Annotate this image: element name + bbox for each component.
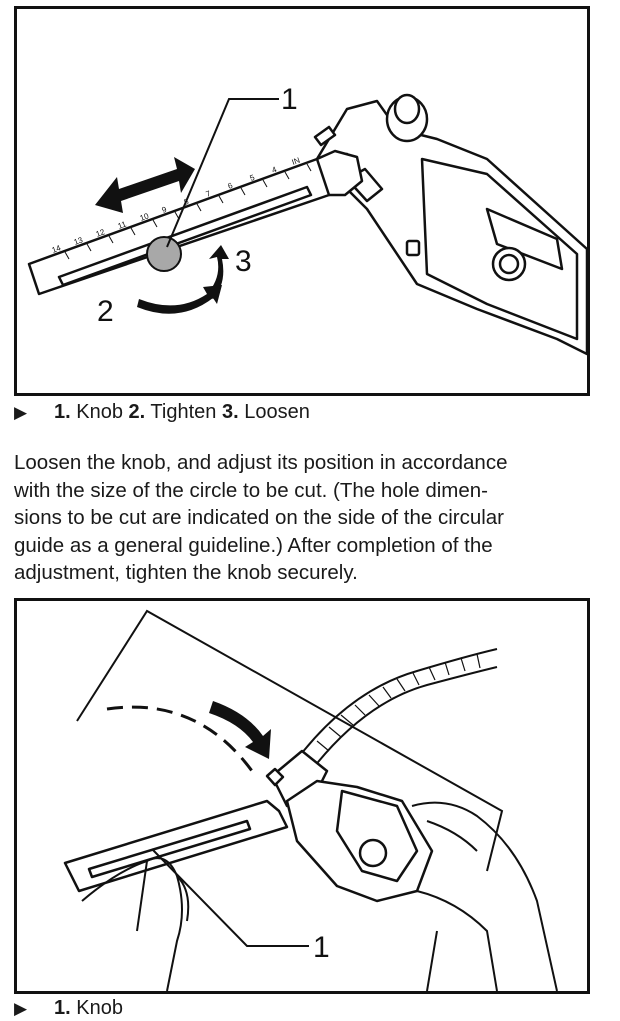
caption-label-tighten: Tighten [150, 401, 217, 423]
scale-mark-in: IN [291, 156, 302, 167]
caption-number-3: 3. [221, 401, 239, 423]
figure2-caption: ▶ 1. Knob [14, 996, 123, 1021]
caption-number-1: 1. [54, 997, 71, 1019]
caption-label-loosen: Loosen [244, 401, 310, 423]
caption-number-2: 2. [128, 401, 146, 423]
scale-mark-12: 12 [95, 227, 107, 239]
knob-icon [146, 236, 182, 272]
scale-mark-4: 4 [271, 165, 279, 175]
scale-mark-10: 10 [139, 211, 151, 223]
scale-mark-6: 6 [227, 181, 235, 191]
caption-label-knob: Knob [76, 401, 123, 423]
callout-3: 3 [235, 245, 252, 278]
triangle-right-icon: ▶ [14, 999, 28, 1018]
figure-knob-adjustment: 14 13 12 11 10 9 8 7 6 5 4 IN 1 2 3 [14, 6, 590, 396]
instruction-paragraph: Loosen the knob, and adjust its position… [14, 449, 604, 587]
callout-2: 2 [97, 295, 114, 328]
scale-mark-5: 5 [249, 173, 257, 183]
triangle-right-icon: ▶ [14, 403, 28, 422]
direction-arrow-icon [209, 701, 271, 759]
paragraph-line: sions to be cut are indicated on the sid… [14, 506, 505, 529]
scale-mark-9: 9 [161, 205, 169, 215]
caption-number-1: 1. [54, 401, 71, 423]
caption-label-knob: Knob [76, 997, 123, 1019]
figure1-caption: ▶ 1. Knob 2. Tighten 3. Loosen [14, 400, 310, 425]
illustration-cutting: 1 [63, 609, 558, 991]
slide-double-arrow-icon [95, 157, 195, 213]
scale-mark-13: 13 [73, 235, 85, 247]
paragraph-line: with the size of the circle to be cut. (… [14, 478, 489, 502]
scale-mark-14: 14 [51, 243, 63, 255]
paragraph-line: Loosen the knob, and adjust its position… [14, 451, 508, 474]
callout-1: 1 [313, 931, 330, 964]
scale-mark-7: 7 [205, 189, 213, 199]
rotate-arrows-icon [137, 245, 229, 314]
scale-mark-11: 11 [117, 219, 128, 230]
callout-1: 1 [281, 83, 298, 116]
illustration-circular-guide: 14 13 12 11 10 9 8 7 6 5 4 IN 1 2 3 [27, 83, 587, 356]
paragraph-line: adjustment, tighten the knob securely. [14, 561, 358, 584]
paragraph-line: guide as a general guideline.) After com… [14, 533, 493, 557]
figure-cutting-circle: 1 [14, 598, 590, 994]
